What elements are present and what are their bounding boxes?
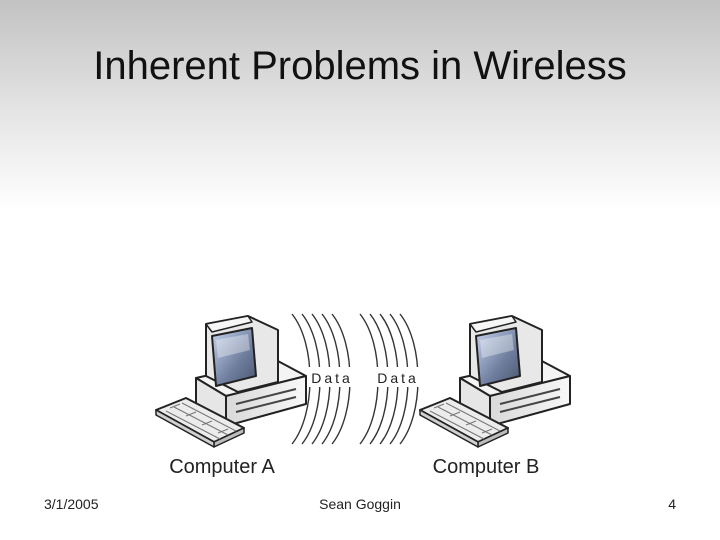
desktop-computer-icon xyxy=(419,315,571,448)
computer-b-label: Computer B xyxy=(433,456,540,478)
footer-date: 3/1/2005 xyxy=(44,496,99,512)
slide-title: Inherent Problems in Wireless xyxy=(93,44,627,88)
page-number: 4 xyxy=(668,496,676,512)
computer-a xyxy=(155,315,307,448)
data-label: Data xyxy=(377,370,419,386)
footer-author: Sean Goggin xyxy=(319,496,401,512)
desktop-computer-icon xyxy=(155,315,307,448)
computer-b xyxy=(419,315,571,448)
data-label: Data xyxy=(311,370,353,386)
computer-a-label: Computer A xyxy=(169,456,275,478)
